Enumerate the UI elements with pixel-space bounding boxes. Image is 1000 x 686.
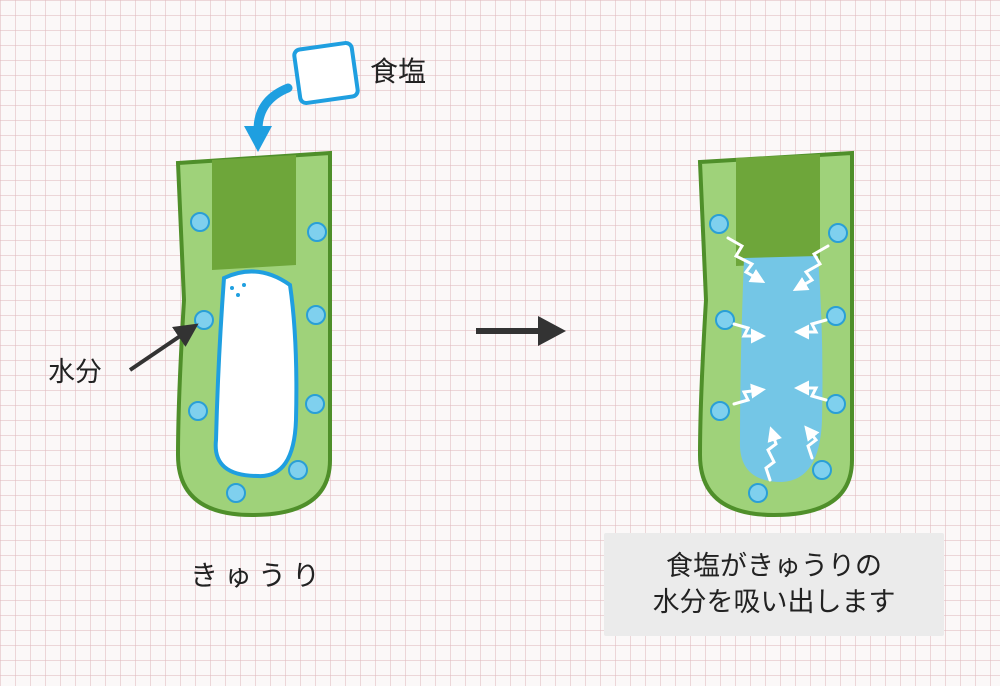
caption-line-1: 食塩がきゅうりの xyxy=(666,550,882,582)
water-dot xyxy=(190,212,210,232)
water-label: 水分 xyxy=(48,357,102,388)
water-dot xyxy=(226,483,246,503)
salt-label: 食塩 xyxy=(370,55,427,88)
water-dot xyxy=(710,401,730,421)
water-dot xyxy=(812,460,832,480)
cucumber-hollow xyxy=(213,269,299,479)
water-dot xyxy=(709,214,729,234)
water-dot xyxy=(826,394,846,414)
drawn-water xyxy=(739,256,823,482)
water-pointer-arrow xyxy=(128,323,199,372)
water-dot xyxy=(288,460,308,480)
cucumber-flesh-top xyxy=(736,154,820,266)
water-dot xyxy=(307,222,327,242)
wavy-arrow-icon xyxy=(726,236,830,482)
process-arrow-icon xyxy=(476,316,566,346)
water-dot xyxy=(715,310,735,330)
water-dot xyxy=(305,394,325,414)
water-dots-left xyxy=(188,212,327,503)
caption-line-2: 水分を吸い出します xyxy=(652,586,896,618)
cucumber-left xyxy=(175,150,332,518)
water-dot xyxy=(194,310,214,330)
water-dot xyxy=(828,223,848,243)
caption-box: 食塩がきゅうりの 水分を吸い出します xyxy=(604,533,944,636)
water-dot xyxy=(188,401,208,421)
water-dots-right xyxy=(709,214,848,503)
cucumber-label: きゅうり xyxy=(190,559,327,592)
water-dot xyxy=(748,483,768,503)
cucumber-flesh-top xyxy=(212,155,296,270)
salt-cube-icon xyxy=(292,41,360,105)
cucumber-right xyxy=(697,150,854,518)
curved-arrow-icon xyxy=(244,83,293,152)
water-dot xyxy=(826,306,846,326)
water-dot xyxy=(306,305,326,325)
